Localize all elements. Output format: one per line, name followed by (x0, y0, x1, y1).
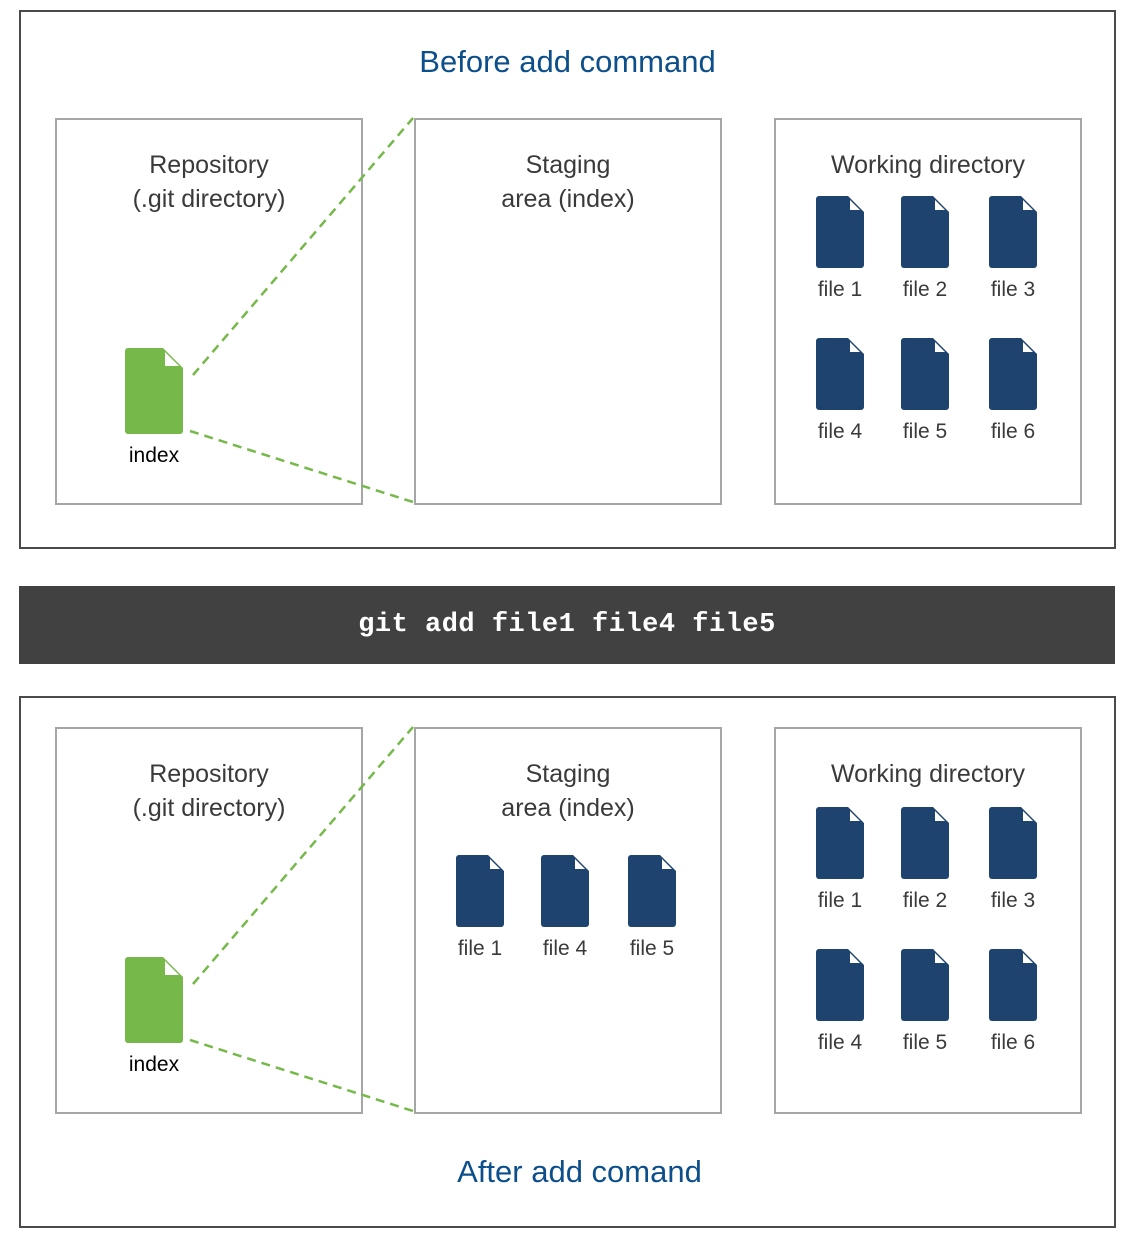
working-file-label: file 2 (902, 889, 948, 912)
index-file-icon (119, 957, 189, 1043)
file-icon (805, 196, 875, 268)
working-file-5: file 5 (890, 949, 960, 1055)
after-panel: Repository (.git directory) index Stagin… (19, 696, 1116, 1228)
file-icon (805, 807, 875, 879)
working-file-label: file 2 (902, 278, 948, 301)
working-directory-title: Working directory (830, 151, 1026, 179)
after-panel-title: After add comand (457, 1154, 702, 1189)
before-panel: Before add command Repository (.git dire… (19, 10, 1116, 549)
working-file-label: file 6 (990, 420, 1036, 443)
index-file: index (119, 348, 189, 468)
index-file-label: index (128, 444, 180, 467)
index-file-label: index (128, 1053, 180, 1076)
file-icon (978, 196, 1048, 268)
working-file-label: file 1 (817, 278, 863, 301)
staging-area-box: Staging area (index) file 1 file 4 file … (414, 727, 722, 1114)
before-panel-title: Before add command (419, 44, 716, 79)
repository-box: Repository (.git directory) index (55, 118, 363, 505)
working-file-5: file 5 (890, 338, 960, 444)
git-add-command-bar: git add file1 file4 file5 (19, 586, 1115, 664)
staged-file-label: file 5 (629, 937, 675, 960)
working-file-1: file 1 (805, 196, 875, 302)
file-icon (890, 338, 960, 410)
staged-file-label: file 4 (542, 937, 588, 960)
working-file-label: file 3 (990, 278, 1036, 301)
staged-file-5: file 5 (617, 855, 687, 961)
file-icon (445, 855, 515, 927)
working-file-label: file 4 (817, 420, 863, 443)
staged-file-1: file 1 (445, 855, 515, 961)
file-icon (890, 196, 960, 268)
working-file-label: file 5 (902, 420, 948, 443)
working-file-6: file 6 (978, 949, 1048, 1055)
working-file-3: file 3 (978, 196, 1048, 302)
working-directory-box: Working directory file 1 file 2 file 3 f… (774, 118, 1082, 505)
working-file-2: file 2 (890, 807, 960, 913)
staged-file-4: file 4 (530, 855, 600, 961)
working-directory-box: Working directory file 1 file 2 file 3 f… (774, 727, 1082, 1114)
staging-area-title: Staging area (index) (501, 760, 635, 822)
file-icon (890, 807, 960, 879)
file-icon (805, 338, 875, 410)
working-file-3: file 3 (978, 807, 1048, 913)
working-file-2: file 2 (890, 196, 960, 302)
file-icon (978, 949, 1048, 1021)
staging-area-box: Staging area (index) (414, 118, 722, 505)
working-file-1: file 1 (805, 807, 875, 913)
file-icon (805, 949, 875, 1021)
file-icon (978, 338, 1048, 410)
working-file-label: file 5 (902, 1031, 948, 1054)
repository-box: Repository (.git directory) index (55, 727, 363, 1114)
file-icon (978, 807, 1048, 879)
repository-title: Repository (.git directory) (132, 760, 286, 822)
working-file-4: file 4 (805, 338, 875, 444)
staged-file-label: file 1 (457, 937, 503, 960)
repository-title: Repository (.git directory) (132, 151, 286, 213)
working-file-6: file 6 (978, 338, 1048, 444)
staging-area-title: Staging area (index) (501, 151, 635, 213)
file-icon (890, 949, 960, 1021)
index-file: index (119, 957, 189, 1077)
working-file-label: file 4 (817, 1031, 863, 1054)
working-directory-title: Working directory (830, 760, 1026, 788)
working-file-label: file 3 (990, 889, 1036, 912)
file-icon (530, 855, 600, 927)
working-file-label: file 6 (990, 1031, 1036, 1054)
working-file-4: file 4 (805, 949, 875, 1055)
file-icon (617, 855, 687, 927)
working-file-label: file 1 (817, 889, 863, 912)
index-file-icon (119, 348, 189, 434)
